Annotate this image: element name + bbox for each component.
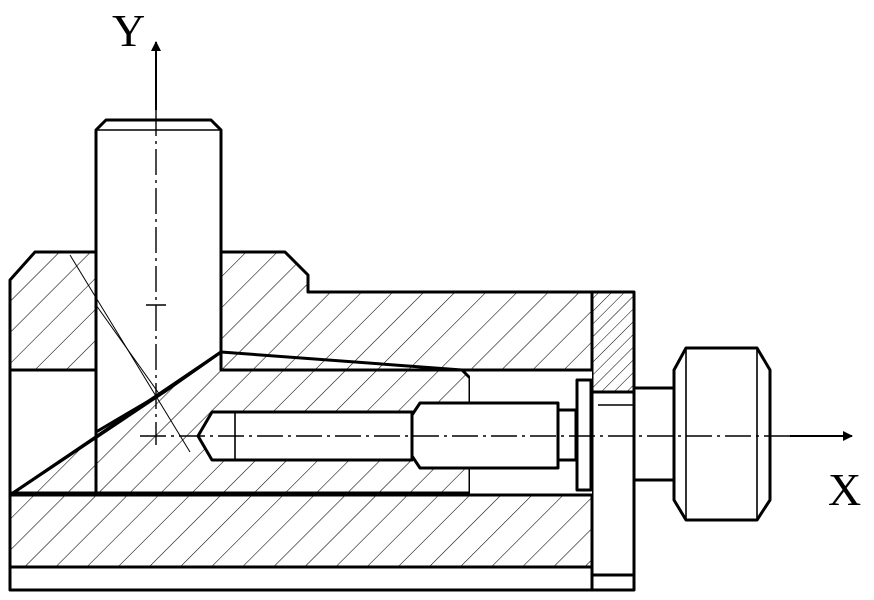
screw-neck	[556, 408, 578, 462]
end-plate-lower	[590, 390, 636, 592]
screw-stem	[632, 386, 676, 482]
x-axis-label: X	[828, 464, 861, 515]
y-axis-label: Y	[112, 5, 145, 56]
base-plate-strip	[8, 565, 594, 592]
screw-collar	[575, 378, 593, 492]
base-plate-hatched	[10, 495, 592, 567]
vertical-pin-body	[94, 118, 223, 434]
vertical-pin	[94, 118, 223, 434]
housing-top-block	[221, 252, 592, 370]
housing-left-upper	[10, 252, 96, 370]
base-plate	[8, 493, 594, 592]
adjustment-knob	[672, 346, 772, 522]
end-plate-upper-hatch	[592, 292, 634, 392]
end-plate	[590, 290, 636, 592]
construction-lines	[69, 254, 191, 453]
